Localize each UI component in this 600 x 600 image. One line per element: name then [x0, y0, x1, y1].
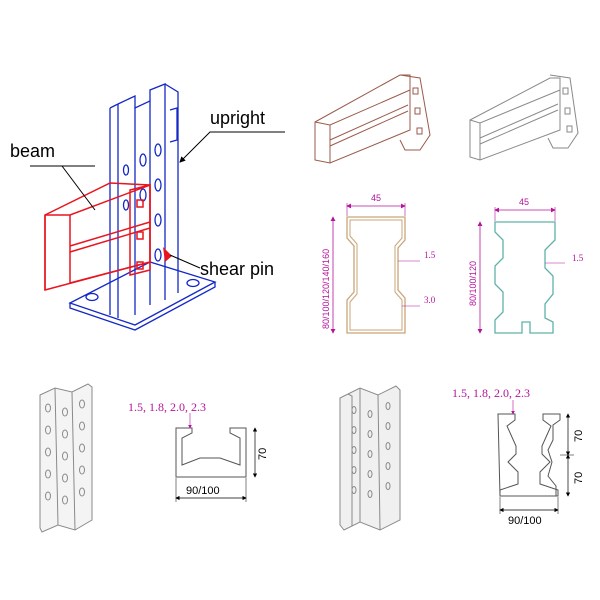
box-section-thickness: 1.5 [424, 250, 436, 260]
box-section-width: 45 [371, 193, 381, 203]
profile-a-width: 90/100 [186, 485, 220, 497]
upright-column [109, 83, 179, 318]
profile-b-height-top: 70 [573, 430, 585, 442]
box-section-heights: 80/100/120/140/160 [321, 249, 331, 329]
step-beam-section: 45 80/100/120 1.5 [468, 197, 584, 334]
shear-pin-leader-line [169, 254, 201, 269]
beam-illustration [44, 182, 151, 291]
upright-label: upright [210, 108, 265, 128]
step-section-width: 45 [519, 197, 529, 207]
beam-leader-line-2 [61, 165, 96, 211]
upright-b-illustration [339, 385, 401, 531]
shear-pin-marker [163, 247, 172, 262]
upright-a-illustration [39, 383, 93, 533]
profile-b-width: 90/100 [508, 515, 542, 527]
step-section-heights: 80/100/120 [468, 261, 478, 306]
shear-pin-label: shear pin [200, 259, 274, 279]
profile-a-outline [175, 427, 247, 478]
beam-label: beam [10, 141, 55, 161]
box-section-outline [346, 216, 406, 334]
upright-profile-a: 1.5, 1.8, 2.0, 2.3 70 90/100 [128, 400, 269, 502]
assembly-illustration: beam upright shear pin [10, 83, 285, 331]
profile-b-thicknesses: 1.5, 1.8, 2.0, 2.3 [452, 386, 530, 400]
upright-leader-line [179, 131, 285, 163]
step-section-outline [494, 221, 556, 334]
profile-a-height: 70 [257, 448, 269, 460]
profile-b-outline [497, 413, 561, 497]
profile-b-height-bottom: 70 [573, 472, 585, 484]
box-beam-illustration [314, 74, 431, 164]
base-plate [68, 261, 217, 331]
upright-profile-b: 1.5, 1.8, 2.0, 2.3 70 70 90/100 [452, 386, 585, 527]
box-section-thickness-2: 3.0 [424, 295, 436, 305]
step-beam-illustration [469, 74, 579, 161]
step-section-thickness: 1.5 [572, 253, 584, 263]
box-beam-section: 45 80/100/120/140/160 1.5 3.0 [321, 193, 436, 334]
box-section-inner [349, 219, 403, 331]
profile-a-thicknesses: 1.5, 1.8, 2.0, 2.3 [128, 400, 206, 414]
